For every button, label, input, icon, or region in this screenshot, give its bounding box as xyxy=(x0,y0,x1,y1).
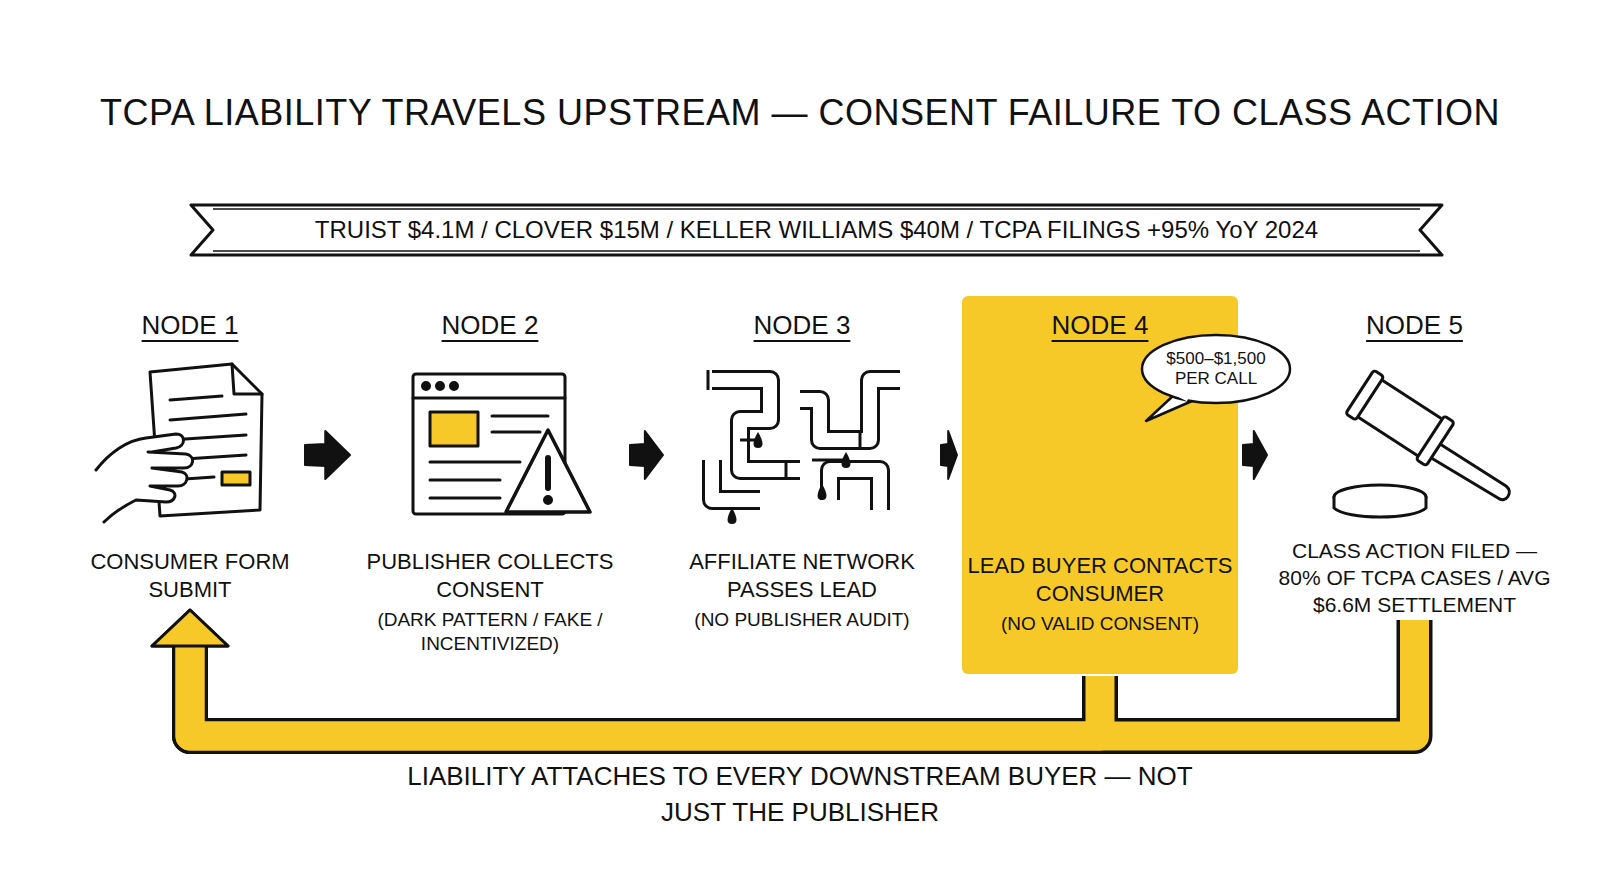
bubble-join xyxy=(1176,393,1188,399)
flow-arrow xyxy=(630,431,663,479)
gavel-icon xyxy=(1334,370,1509,517)
node-label: AFFILIATE NETWORK PASSES LEAD xyxy=(668,548,936,604)
banner-ribbon: TRUIST $4.1M / CLOVER $15M / KELLER WILL… xyxy=(189,199,1444,261)
leaking-pipes-icon xyxy=(708,370,900,524)
flow-arrow xyxy=(1243,431,1267,479)
node-label: LEAD BUYER CONTACTS CONSUMER xyxy=(966,552,1234,608)
banner-text: TRUIST $4.1M / CLOVER $15M / KELLER WILL… xyxy=(189,199,1444,261)
node-heading: NODE 5 xyxy=(1272,308,1557,342)
edge-label: LIABILITY ATTACHES TO EVERY DOWNSTREAM B… xyxy=(387,758,1214,830)
step-column: NODE 1 CONSUMER FORM SUBMIT xyxy=(80,300,300,604)
node-heading: NODE 3 xyxy=(668,308,936,342)
step-column: NODE 3 AFFILIATE NETWORK PASSES LEAD (NO P… xyxy=(668,300,936,632)
node-note: (DARK PATTERN / FAKE / INCENTIVIZED) xyxy=(355,608,625,656)
liability-arrowhead xyxy=(152,610,228,646)
node-note: (NO VALID CONSENT) xyxy=(966,612,1234,636)
node-heading: NODE 2 xyxy=(355,308,625,342)
node-note: (NO PUBLISHER AUDIT) xyxy=(668,608,936,632)
node-heading: NODE 1 xyxy=(80,308,300,342)
form-icon xyxy=(96,364,262,522)
bubble-shape xyxy=(1142,335,1290,403)
node-label: CONSUMER FORM SUBMIT xyxy=(80,548,300,604)
step-column: NODE 2 PUBLISHER COLLECTS CONSENT(DARK PA… xyxy=(355,300,625,656)
callout-text: $500–$1,500 PER CALL xyxy=(1154,349,1278,389)
diagram-title: TCPA LIABILITY TRAVELS UPSTREAM — CONSEN… xyxy=(0,92,1600,134)
liability-arrowhead xyxy=(152,610,228,646)
browser-warning-icon xyxy=(413,374,590,514)
speech-bubble: $500–$1,500 PER CALL xyxy=(1140,333,1292,405)
node-label: CLASS ACTION FILED — 80% OF TCPA CASES /… xyxy=(1272,537,1557,618)
flow-arrow xyxy=(941,431,957,479)
flow-arrow xyxy=(305,431,350,479)
node-label: PUBLISHER COLLECTS CONSENT xyxy=(355,548,625,604)
step-column: NODE 5 CLASS ACTION FILED — 80% OF TCPA C… xyxy=(1272,300,1557,618)
